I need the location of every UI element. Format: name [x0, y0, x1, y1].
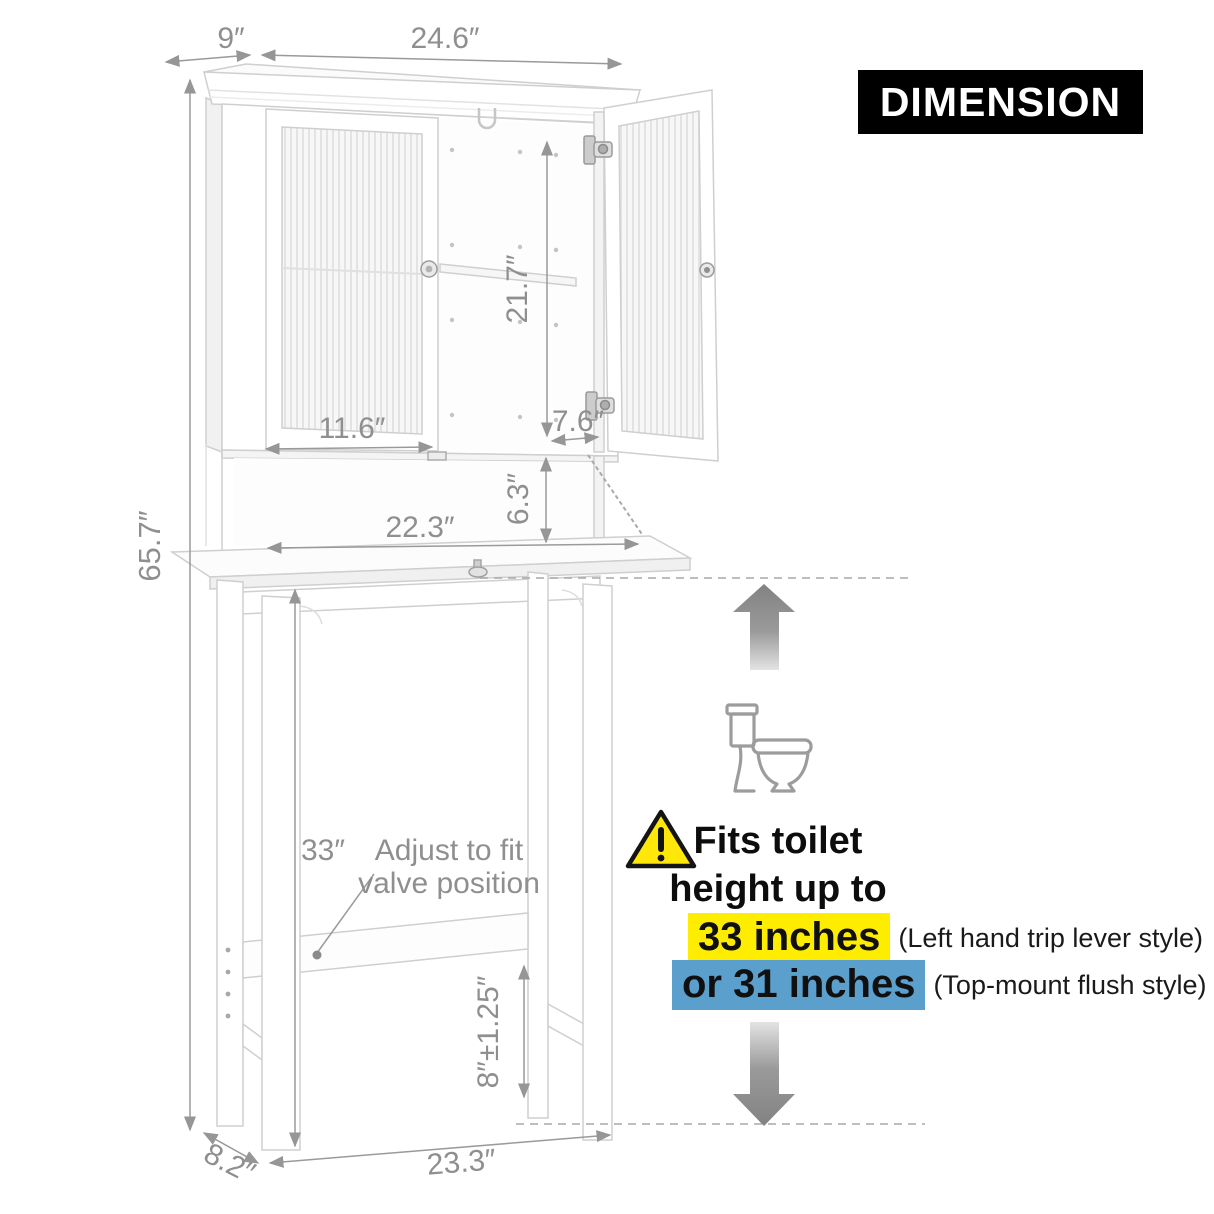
left-stretcher	[242, 1022, 263, 1062]
warning-triangle-icon	[625, 809, 697, 869]
down-arrow-icon	[733, 1022, 795, 1126]
dim-line-top-width	[260, 49, 623, 70]
dim-base-width: 23.3″	[426, 1143, 498, 1181]
fit-title-line1: Fits toilet	[693, 820, 863, 862]
right-door-glass	[618, 110, 704, 440]
dim-line-left-door-width	[264, 441, 434, 455]
left-door-glass	[281, 126, 423, 435]
dim-overall-height: 65.7″	[132, 510, 167, 581]
up-arrow-icon	[733, 584, 795, 670]
dim-base-depth: 8.2″	[199, 1137, 261, 1190]
dim-open-shelf-height: 6.3″	[502, 472, 535, 525]
latch	[427, 451, 447, 461]
valve-note-line1: Adjust to fit	[375, 834, 524, 867]
valve-note-line2: valve position	[358, 867, 540, 900]
support-chain	[587, 454, 651, 547]
drop-shelf-edge	[209, 557, 691, 590]
wall-hook	[477, 108, 497, 130]
dimension-lines	[164, 49, 640, 1168]
fit-option1-row: 33 inches (Left hand trip lever style)	[688, 913, 1203, 963]
dim-line-cubby-width	[266, 538, 640, 554]
dim-line-base-depth	[202, 1132, 260, 1164]
valve-leader-line	[316, 873, 375, 954]
right-stretcher	[547, 1002, 585, 1048]
door-hinge-top	[583, 135, 613, 165]
fit-option2-value: or 31 inches	[672, 960, 926, 1010]
dim-crossbar-adjust: 8″±1.25″	[472, 975, 505, 1088]
hutch	[203, 63, 719, 462]
fit-option2-note: (Top-mount flush style)	[933, 969, 1207, 1000]
dim-line-base-width	[268, 1130, 612, 1168]
door-hinge-bottom	[585, 391, 615, 421]
shelf-pin-holes	[449, 147, 559, 423]
adjustable-crossbar	[242, 912, 529, 979]
adjustment-holes	[225, 947, 231, 1019]
fit-option2-row: or 31 inches (Top-mount flush style)	[672, 960, 1207, 1010]
dim-right-door-width: 7.6″	[552, 405, 605, 438]
dimension-banner-label: DIMENSION	[879, 78, 1122, 125]
dim-line-right-door-width	[550, 432, 600, 446]
dim-top-width: 24.6″	[410, 22, 479, 55]
dimension-banner: DIMENSION	[858, 70, 1143, 134]
fit-option1-note: (Left hand trip lever style)	[898, 922, 1203, 953]
dim-left-door-width: 11.6″	[319, 412, 386, 445]
dim-under-clearance: 33″	[301, 834, 345, 867]
dim-top-depth: 9″	[217, 22, 245, 55]
toilet-side-icon	[725, 703, 813, 793]
dim-door-inner-height: 21.7″	[501, 254, 534, 323]
dim-open-shelf-width: 22.3″	[385, 511, 454, 544]
valve-leader-dot	[312, 950, 322, 960]
rear-right-leg	[527, 571, 549, 1119]
fit-option1-value: 33 inches	[688, 913, 891, 963]
fit-title-line2: height up to	[669, 868, 887, 910]
dim-line-top-depth	[164, 50, 252, 67]
rear-left-leg	[216, 579, 244, 1127]
front-right-leg	[582, 583, 613, 1141]
